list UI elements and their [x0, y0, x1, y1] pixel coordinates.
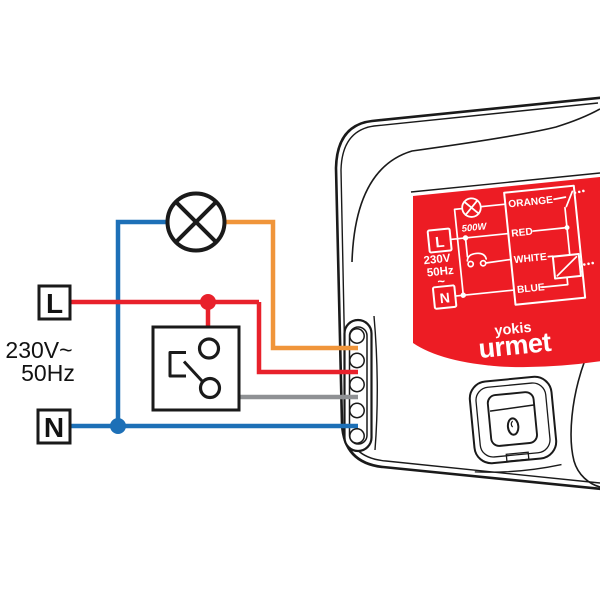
radio-dots: [587, 262, 590, 266]
device-label-edge-line: [410, 172, 600, 193]
radio-dots: [591, 261, 594, 265]
mounting-clip: [468, 375, 562, 473]
clip-plate: [486, 391, 538, 447]
label-junction-dot: [564, 225, 570, 231]
orange-wire: [225, 219, 358, 351]
connector-wire-slots: [349, 328, 365, 444]
wire-row-label-orange: ORANGE: [508, 195, 554, 210]
dimmer-icon: [551, 253, 582, 280]
label-module-box: [503, 184, 587, 306]
device-edge-contour: [340, 102, 599, 419]
red-junction-dot: [200, 294, 216, 310]
brand-yokis: yokis: [494, 320, 533, 340]
supply-frequency-text: 50Hz: [21, 360, 75, 386]
wire-row-label-blue: BLUE: [517, 282, 546, 296]
wire-row-label-white: WHITE: [513, 252, 547, 266]
label-lamp-power: 500W: [461, 221, 488, 235]
label-junction-dot: [460, 292, 466, 298]
red-wire: [70, 299, 358, 408]
push-button-icon-small: [466, 252, 488, 268]
supply-voltage-text: 230V~: [5, 337, 72, 363]
label-ac-symbol: ~: [437, 273, 446, 289]
phase-terminal-letter: L: [46, 288, 63, 319]
label-frequency: 50Hz: [426, 265, 454, 280]
device-module: 500W L 230V 50Hz ~ N ORANGE: [334, 96, 600, 491]
device-crease-line: [351, 108, 600, 263]
device-red-label: [413, 177, 600, 368]
label-phase-letter: L: [434, 234, 445, 252]
clip-ridge: [474, 463, 562, 473]
label-mini-diagram: 500W L 230V 50Hz ~ N ORANGE: [423, 184, 594, 364]
label-wiring-lines: [449, 203, 515, 297]
radio-dots: [577, 190, 581, 194]
label-voltage: 230V: [423, 253, 451, 268]
label-neutral-letter: N: [439, 289, 451, 306]
radio-dots: [582, 189, 585, 193]
neutral-terminal-letter: N: [44, 412, 64, 443]
push-button-box: [151, 325, 241, 412]
clip-latch-tab: [505, 451, 530, 462]
device-side-curve: [570, 359, 600, 488]
lamp-icon: [165, 191, 227, 253]
radio-dots: [573, 191, 577, 195]
label-junction-dot: [462, 235, 469, 241]
phase-terminal-box: [37, 284, 72, 321]
clip-recess-inner: [475, 382, 551, 458]
label-internal-lines: [532, 196, 571, 289]
connector-boss-contour: [373, 315, 378, 451]
wire-row-label-red: RED: [511, 227, 534, 240]
brand-urmet: urmet: [477, 327, 553, 364]
neutral-terminal-box: [36, 408, 72, 445]
radio-dots: [583, 263, 586, 266]
blue-junction-dot: [110, 418, 126, 434]
clip-fold-line: [489, 404, 534, 412]
screw-hole-detail: [510, 420, 514, 428]
screw-hole-icon: [506, 417, 520, 436]
relay-contact-icon: [565, 190, 574, 208]
push-button-icon: [168, 337, 222, 400]
